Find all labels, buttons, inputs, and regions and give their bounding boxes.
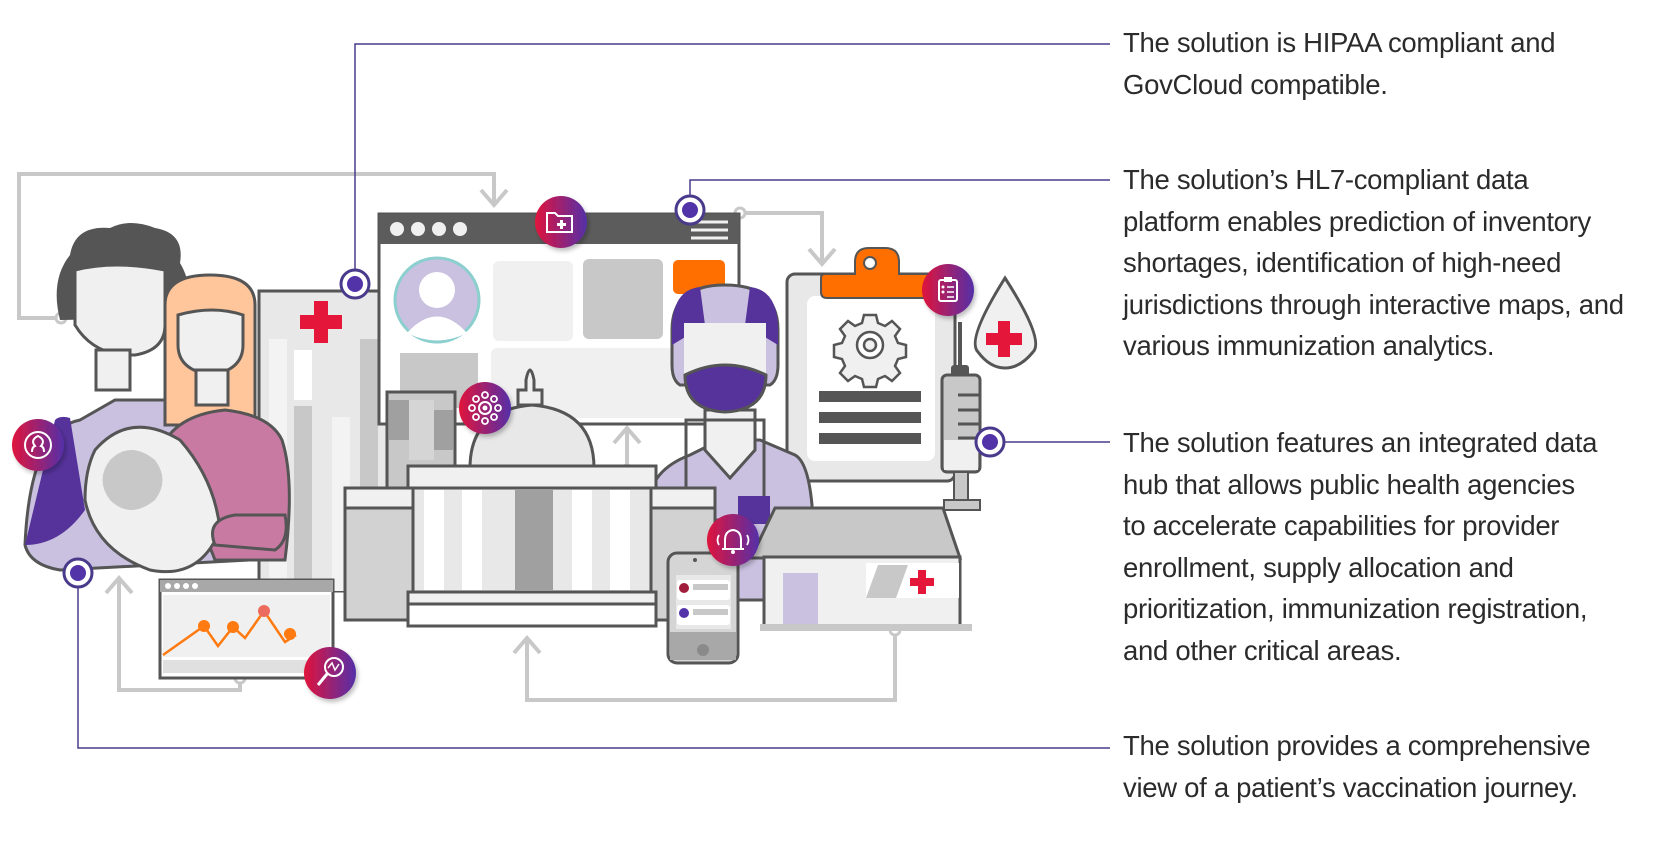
clipboard bbox=[785, 247, 957, 483]
chart-point bbox=[258, 605, 270, 617]
marker-hl7 bbox=[674, 194, 706, 226]
callout-line: to accelerate capabilities for provider bbox=[1123, 510, 1560, 541]
mobile-phone bbox=[666, 551, 740, 665]
callout-line: platform enables prediction of inventory bbox=[1123, 205, 1591, 237]
analytics-search-icon bbox=[304, 647, 356, 699]
clipboard-checklist-icon bbox=[922, 264, 974, 316]
red-cross-icon bbox=[300, 301, 342, 343]
callout-line: various immunization analytics. bbox=[1123, 330, 1495, 361]
medical-folder-icon bbox=[535, 196, 587, 248]
callout-line: hub that allows public health agencies bbox=[1123, 468, 1575, 500]
capitol-building bbox=[343, 368, 717, 628]
clinic bbox=[748, 506, 972, 631]
marker-hipaa bbox=[339, 268, 371, 300]
marker-hub bbox=[974, 426, 1006, 458]
avatar bbox=[393, 256, 481, 344]
callout-line: The solution features an integrated data bbox=[1123, 427, 1598, 458]
callout-line: view of a patient’s vaccination journey. bbox=[1123, 771, 1578, 803]
callout-hl7-text: The solution’s HL7-compliant data platfor… bbox=[1123, 159, 1675, 367]
chart-point bbox=[227, 621, 239, 633]
patient-profile-icon bbox=[12, 419, 64, 471]
gray-flow-connectors bbox=[17, 172, 897, 702]
notification-bell-icon bbox=[707, 514, 759, 566]
callout-line: The solution is HIPAA compliant and bbox=[1123, 27, 1556, 58]
callout-line: prioritization, immunization registratio… bbox=[1123, 593, 1588, 624]
callout-line: enrollment, supply allocation and bbox=[1123, 551, 1514, 583]
blood-drop-icon bbox=[973, 275, 1038, 370]
callout-line: GovCloud compatible. bbox=[1123, 68, 1388, 100]
analytics-chart-window bbox=[158, 578, 335, 680]
callout-line: and other critical areas. bbox=[1123, 634, 1402, 666]
callout-hl7-data-platform: The solution’s HL7-compliant data platfor… bbox=[1123, 159, 1675, 367]
virus-network-icon bbox=[459, 382, 511, 434]
callout-line: jurisdictions through interactive maps, … bbox=[1123, 288, 1624, 320]
gear-icon bbox=[832, 313, 908, 389]
callout-line: The solution’s HL7-compliant data bbox=[1123, 164, 1529, 195]
chart-point bbox=[198, 620, 210, 632]
callout-journey-text: The solution provides a comprehensive vie… bbox=[1123, 725, 1675, 808]
family-patients bbox=[23, 223, 291, 574]
marker-journey bbox=[62, 557, 94, 589]
window-dots bbox=[390, 222, 467, 236]
callout-line: The solution provides a comprehensive bbox=[1123, 730, 1591, 761]
callout-line: shortages, identification of high-need bbox=[1123, 247, 1562, 278]
purple-connector-markers bbox=[62, 194, 1006, 589]
callout-hub-text: The solution features an integrated data… bbox=[1123, 422, 1675, 671]
syringe bbox=[940, 322, 982, 511]
callout-integrated-data-hub: The solution features an integrated data… bbox=[1123, 422, 1675, 671]
dashboard-window bbox=[377, 212, 741, 426]
chart-point bbox=[284, 628, 296, 640]
callout-vaccination-journey: The solution provides a comprehensive vie… bbox=[1123, 725, 1675, 808]
